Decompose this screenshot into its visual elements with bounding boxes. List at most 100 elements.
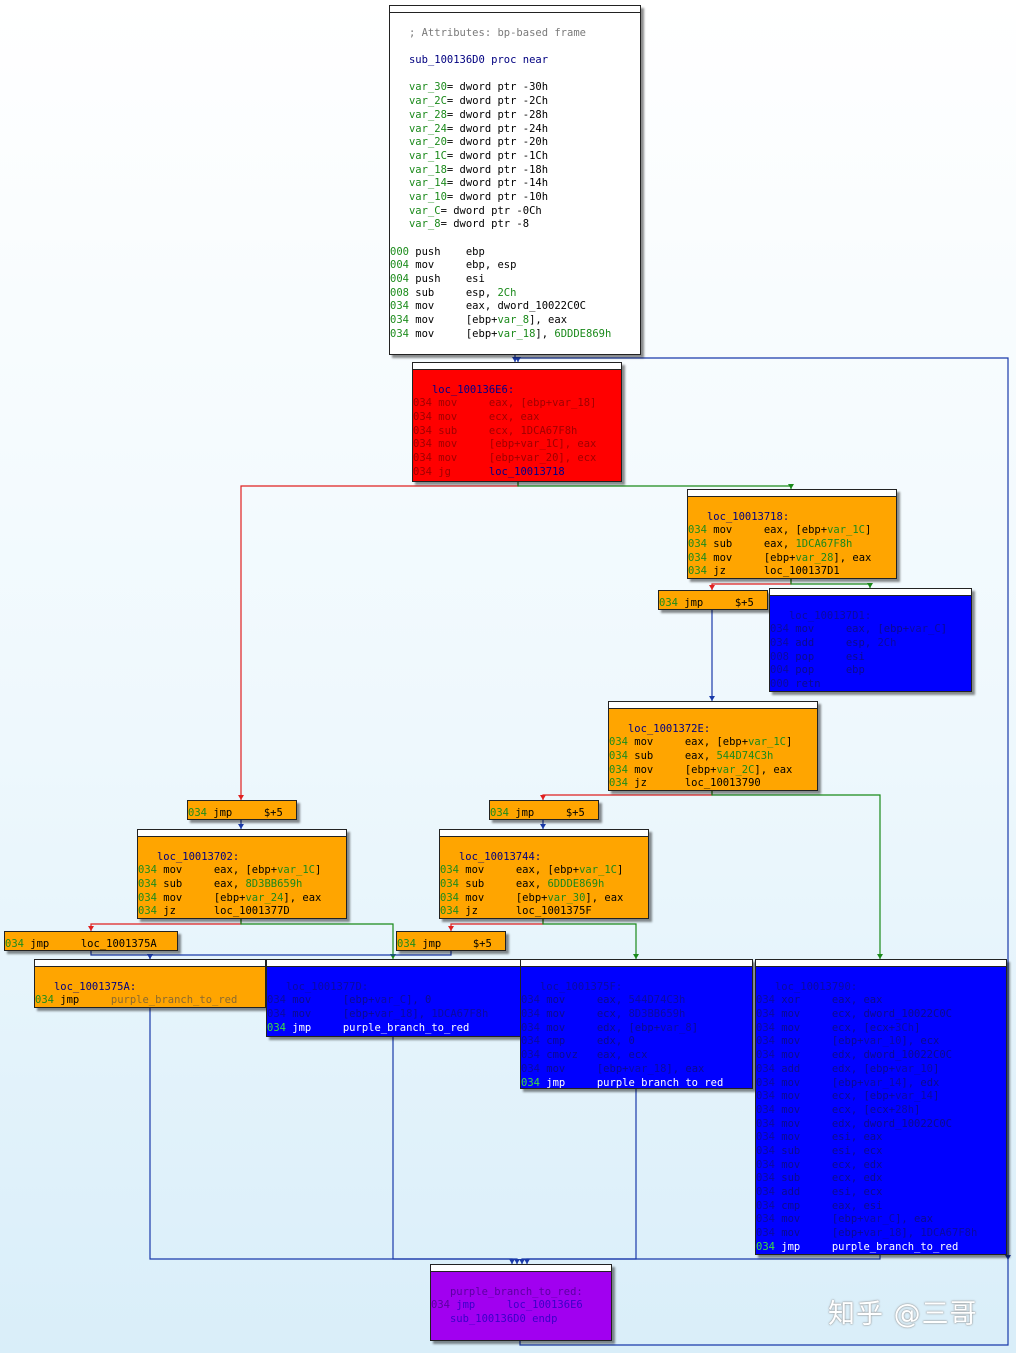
- node-header-bar: [609, 702, 817, 709]
- code-token: 2Ch: [497, 286, 517, 299]
- code-token: var_18: [374, 1008, 413, 1021]
- code-token: 034: [413, 397, 432, 410]
- code-line: 034 jg loc_10013718: [413, 466, 621, 480]
- code-line: 034 cmp edx, 0: [521, 1035, 752, 1049]
- code-line: 034 jmp loc_100136E6: [431, 1299, 611, 1313]
- code-token: var_14: [863, 1076, 902, 1089]
- node-entry[interactable]: ; Attributes: bp-based frame sub_100136D…: [389, 5, 641, 355]
- edge-13744-false: [450, 919, 544, 931]
- code-line: 004 pop ebp: [770, 664, 971, 678]
- code-line: 034 sub eax, 1DCA67F8h: [688, 538, 896, 552]
- code-token: 000: [390, 245, 409, 258]
- node-loc-1001372e[interactable]: loc_1001372E:034 mov eax, [ebp+var_1C]03…: [608, 701, 818, 791]
- code-token: 034: [609, 750, 628, 763]
- edge-backedge-arrowhead: [515, 357, 521, 362]
- code-line: 034 mov edx, dword_10022C0C: [756, 1118, 1006, 1132]
- code-token: add esi, ecx: [774, 1186, 883, 1198]
- code-token: var_14: [895, 1090, 934, 1103]
- code-token: var_24: [245, 891, 284, 904]
- code-token: mov eax, dword_10022C0C: [408, 300, 586, 313]
- code-token: 034: [688, 551, 707, 564]
- code-token: 034: [390, 300, 409, 313]
- code-token: 034: [756, 1076, 775, 1089]
- code-token: ]: [590, 397, 597, 410]
- code-token: ]: [315, 864, 322, 877]
- code-token: 034: [756, 1103, 775, 1116]
- code-line: var_2C= dword ptr -2Ch: [390, 95, 640, 109]
- code-token: 034: [413, 465, 432, 478]
- code-token: 034: [413, 452, 432, 465]
- code-token: mov edx, dword_10022C0C: [774, 1117, 952, 1130]
- code-token: loc_1001377D:: [267, 980, 369, 993]
- node-jmp-d[interactable]: 034 jmp loc_1001375A: [4, 931, 178, 951]
- code-token: mov [ebp+: [408, 327, 498, 340]
- code-line: sub_100136D0 proc near: [390, 54, 640, 68]
- code-token: 034: [756, 1144, 775, 1157]
- node-loc-10013718[interactable]: loc_10013718:034 mov eax, [ebp+var_1C]03…: [687, 489, 897, 579]
- code-token: jz loc_1001375F: [458, 905, 592, 918]
- code-token: 1DCA67F8h: [520, 424, 578, 437]
- code-token: mov [ebp+: [774, 1213, 864, 1226]
- code-token: mov ebp, esp: [408, 259, 517, 272]
- node-purple-branch-to-red[interactable]: purple_branch_to_red:034 jmp loc_100136E…: [430, 1264, 612, 1341]
- code-token: 034: [688, 538, 707, 551]
- code-token: var_28: [795, 551, 834, 564]
- code-line: 034 jz loc_100137D1: [688, 565, 896, 578]
- code-token: var_8: [660, 1021, 692, 1034]
- code-token: ], eax: [754, 763, 793, 776]
- node-loc-1001375a[interactable]: loc_1001375A:034 jmp purple_branch_to_re…: [34, 959, 266, 1008]
- code-token: [390, 123, 409, 135]
- code-token: ]: [914, 1103, 921, 1116]
- code-token: ], 0: [406, 994, 432, 1007]
- code-token: = dword ptr -28h: [446, 108, 549, 121]
- code-line: 034 jz loc_1001375F: [440, 905, 648, 918]
- code-token: xor eax, eax: [774, 994, 883, 1007]
- code-token: 034: [756, 1213, 775, 1226]
- code-token: 034: [413, 411, 432, 424]
- code-token: 034: [756, 1186, 775, 1198]
- node-header-bar: [756, 960, 1006, 967]
- code-token: 544D74C3h: [716, 750, 774, 763]
- node-loc-10013744[interactable]: loc_10013744:034 mov eax, [ebp+var_1C]03…: [439, 829, 649, 919]
- code-token: var_18: [408, 163, 447, 176]
- code-token: [390, 109, 409, 121]
- node-jmp-b[interactable]: 034 jmp $+5: [187, 800, 297, 820]
- code-token: 034: [756, 1090, 775, 1103]
- code-line: [521, 967, 752, 981]
- code-token: var_1C: [748, 736, 787, 749]
- node-header-bar: [138, 830, 346, 837]
- node-body: ; Attributes: bp-based frame sub_100136D…: [390, 13, 640, 342]
- node-jmp-c[interactable]: 034 jmp $+5: [489, 800, 599, 820]
- code-token: mov ecx,: [539, 1008, 629, 1021]
- node-loc-100137d1[interactable]: loc_100137D1:034 mov eax, [ebp+var_C]034…: [769, 588, 972, 692]
- code-token: jz loc_10013790: [627, 777, 761, 790]
- node-loc-100136e6[interactable]: loc_100136E6:034 mov eax, [ebp+var_18]03…: [412, 362, 622, 482]
- code-token: mov [ebp+: [539, 1062, 629, 1075]
- edge-jmpa-to-1372e-arrowhead: [709, 696, 715, 701]
- watermark: 知乎 @三哥: [828, 1299, 978, 1330]
- code-line: [431, 1272, 611, 1286]
- node-loc-10013702[interactable]: loc_10013702:034 mov eax, [ebp+var_1C]03…: [137, 829, 347, 919]
- code-token: mov [ebp+: [285, 994, 375, 1007]
- code-token: ]: [914, 1021, 921, 1034]
- code-token: var_18: [628, 1062, 667, 1075]
- node-jmp-a[interactable]: 034 jmp $+5: [658, 590, 768, 610]
- code-token: 034: [490, 807, 509, 819]
- node-header-bar: [390, 6, 640, 13]
- code-token: var_18: [552, 397, 591, 410]
- code-token: mov eax, [ebp+: [788, 623, 910, 636]
- code-line: 034 jmp purple_branch_to_red: [756, 1240, 1006, 1254]
- code-token: 034: [431, 1299, 450, 1312]
- code-token: 034: [756, 1199, 775, 1212]
- code-token: 034: [756, 1240, 775, 1253]
- code-line: 034 mov ecx, [ecx+28h]: [756, 1104, 1006, 1118]
- code-token: ]: [691, 1021, 699, 1034]
- code-token: [390, 95, 409, 107]
- node-jmp-e[interactable]: 034 jmp $+5: [396, 931, 506, 951]
- code-token: mov: [431, 452, 458, 465]
- node-header-bar: [688, 490, 896, 497]
